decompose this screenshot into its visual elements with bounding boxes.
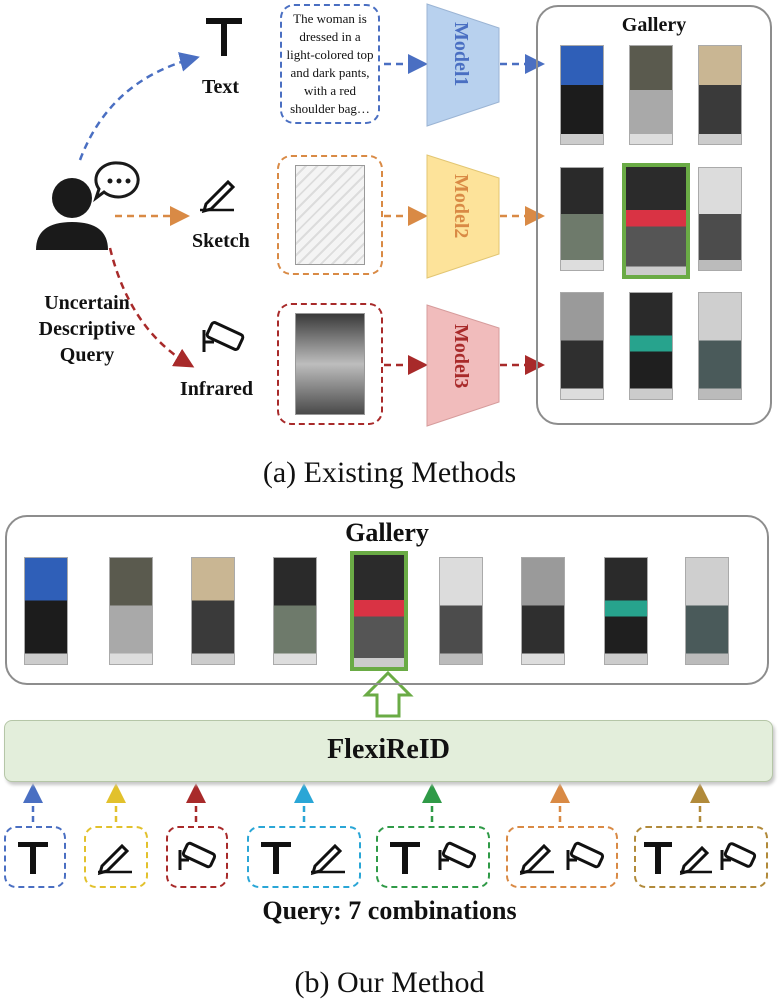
- query-combo-text-sketch: [247, 826, 361, 888]
- gallery-image: [698, 167, 742, 271]
- sketch-query-box: [277, 155, 383, 275]
- gallery-image: [191, 557, 235, 665]
- pencil-icon: [200, 179, 236, 214]
- text-icon: [261, 842, 291, 874]
- infrared-query-box: [277, 303, 383, 425]
- gallery-image: [439, 557, 483, 665]
- gallery-image: [521, 557, 565, 665]
- gallery-image: [698, 45, 742, 145]
- gallery-b: [5, 515, 769, 685]
- pencil-icon: [310, 843, 345, 876]
- gallery-image: [560, 167, 604, 271]
- text-label: Text: [202, 76, 240, 98]
- text-icon: [18, 842, 48, 874]
- sketch-image: [295, 165, 365, 265]
- flexireid-block: FlexiReID: [4, 720, 773, 782]
- query-combo-infrared: [166, 826, 228, 888]
- model3-shape: [426, 304, 500, 427]
- camera-icon: [178, 841, 217, 870]
- gallery-image-selected: [622, 163, 690, 279]
- sketch-label: Sketch: [192, 230, 250, 252]
- gallery-image: [109, 557, 153, 665]
- model3-label: Model3: [450, 324, 472, 389]
- text-icon: [206, 18, 242, 56]
- gallery-b-title: Gallery: [345, 518, 429, 547]
- query-combo-text: [4, 826, 66, 888]
- person-icon: [36, 178, 108, 250]
- camera-icon: [720, 842, 757, 870]
- camera-icon: [438, 841, 477, 870]
- pencil-icon: [679, 845, 712, 876]
- text-query-box: The woman is dressed in a light-colored …: [280, 4, 380, 124]
- query-combo-all: [634, 826, 768, 888]
- gallery-image: [273, 557, 317, 665]
- gallery-image: [685, 557, 729, 665]
- model2-label: Model2: [450, 174, 472, 239]
- gallery-image: [629, 292, 673, 400]
- camera-icon: [566, 841, 605, 870]
- gallery-image: [24, 557, 68, 665]
- text-icon: [644, 842, 672, 874]
- gallery-a-title: Gallery: [621, 14, 687, 36]
- up-arrow-icon: [362, 670, 414, 718]
- model1-label: Model1: [450, 22, 472, 87]
- camera-icon: [202, 321, 245, 352]
- gallery-image: [698, 292, 742, 400]
- caption-b: (b) Our Method: [294, 966, 485, 999]
- model2-shape: [426, 154, 500, 279]
- query-combo-text-infrared: [376, 826, 490, 888]
- gallery-image: [560, 45, 604, 145]
- speech-bubble-icon: [93, 161, 140, 203]
- caption-a: (a) Existing Methods: [262, 456, 517, 489]
- pencil-icon: [519, 843, 554, 876]
- gallery-image: [629, 45, 673, 145]
- infrared-image: [295, 313, 365, 415]
- query-combo-sketch-infrared: [506, 826, 618, 888]
- query-combo-sketch: [84, 826, 148, 888]
- gallery-a: [536, 5, 772, 425]
- gallery-image: [604, 557, 648, 665]
- model1-shape: [426, 3, 500, 127]
- query-title: Query: 7 combinations: [262, 896, 517, 925]
- infrared-label: Infrared: [180, 378, 253, 400]
- text-icon: [390, 842, 420, 874]
- gallery-image: [560, 292, 604, 400]
- pencil-icon: [97, 843, 132, 876]
- gallery-image-selected: [350, 551, 408, 671]
- query-label: Uncertain Descriptive Query: [38, 292, 136, 366]
